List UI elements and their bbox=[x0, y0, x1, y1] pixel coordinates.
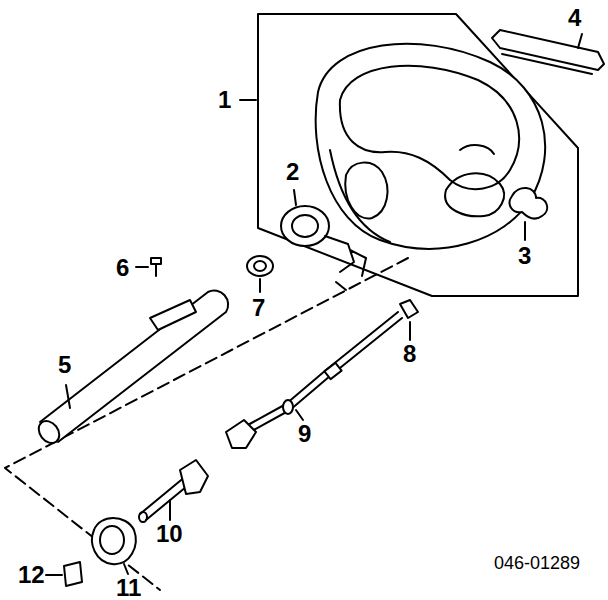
dashed-group-outline bbox=[5, 258, 408, 590]
leader-line bbox=[409, 322, 411, 340]
bushing bbox=[400, 300, 418, 340]
leader-line bbox=[578, 34, 582, 48]
callout-number: 7 bbox=[252, 296, 265, 320]
leader-line bbox=[66, 385, 70, 408]
callout-number: 6 bbox=[116, 256, 129, 280]
callout-number: 5 bbox=[58, 353, 71, 377]
steering-wheel bbox=[316, 44, 546, 249]
callout-number: 8 bbox=[403, 342, 416, 366]
leader-line bbox=[296, 410, 303, 420]
switch-cover bbox=[510, 188, 548, 240]
callout-number: 11 bbox=[116, 576, 141, 600]
leader-line bbox=[124, 564, 128, 574]
leader-line bbox=[294, 190, 296, 205]
boot bbox=[92, 518, 136, 574]
leader-line bbox=[259, 279, 261, 292]
leader-line bbox=[524, 222, 526, 240]
leader-line bbox=[240, 99, 256, 101]
group-outline bbox=[258, 14, 578, 296]
leader-line bbox=[136, 266, 148, 268]
clock-spring bbox=[281, 190, 366, 290]
callout-number: 4 bbox=[568, 6, 581, 30]
trim-plate bbox=[492, 30, 604, 74]
callout-number: 3 bbox=[518, 244, 531, 268]
callout-number: 10 bbox=[156, 522, 183, 546]
column-tube bbox=[35, 291, 229, 447]
lower-shaft bbox=[139, 460, 208, 522]
callout-number: 1 bbox=[218, 88, 231, 112]
clip bbox=[46, 562, 82, 586]
steering-shaft bbox=[226, 312, 402, 448]
leader-line bbox=[169, 500, 171, 520]
diagram-code: 046-01289 bbox=[494, 554, 580, 572]
screw bbox=[136, 258, 161, 276]
leader-line bbox=[46, 574, 62, 576]
nut bbox=[247, 256, 273, 292]
callout-number: 2 bbox=[286, 160, 299, 184]
callout-number: 9 bbox=[298, 422, 311, 446]
callout-number: 12 bbox=[18, 563, 45, 587]
